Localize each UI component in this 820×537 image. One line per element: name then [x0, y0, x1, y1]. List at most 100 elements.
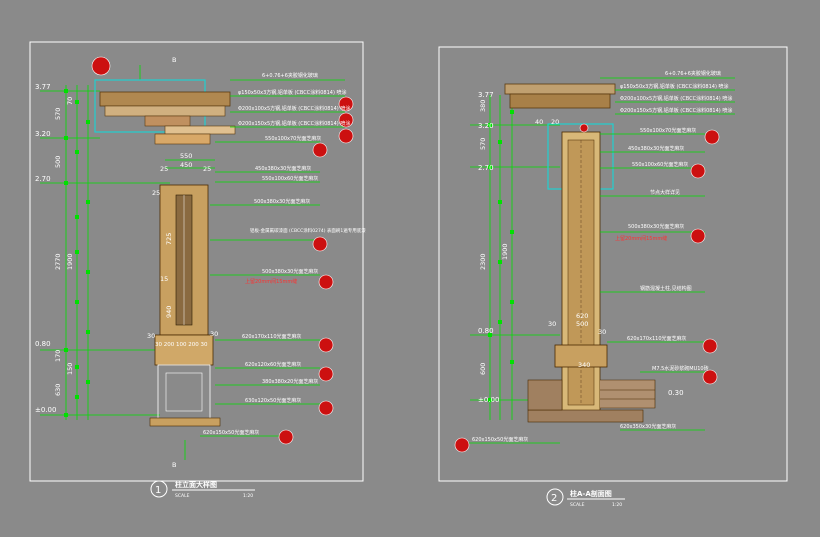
title-number: 2 — [551, 493, 557, 504]
dim-label: 570 — [54, 108, 62, 120]
sheet1-dimension-ticks — [64, 89, 90, 417]
dim-label: 940 — [165, 306, 173, 318]
drawing-title: 柱立面大样图 — [175, 480, 217, 489]
sheet2-frame — [438, 46, 788, 482]
note: 620x350x30光面芝麻灰 — [620, 423, 676, 430]
sheet1-leader-lines — [200, 79, 345, 437]
level-label: 3.77 — [35, 83, 51, 91]
note: 500x380x30光面芝麻灰 — [262, 268, 318, 275]
dim-label: 30 — [598, 328, 606, 336]
note: 550x100x60光面芝麻灰 — [632, 161, 688, 168]
sheet1-notes: 6+0.76+6夹胶钢化玻璃 φ150x50x3方钢,铝单板 (CBCC涂料08… — [203, 72, 366, 436]
section-marker — [91, 56, 111, 76]
section-marker — [702, 369, 718, 385]
note: 630x120x50光面芝麻灰 — [245, 397, 301, 404]
level-label: 2.70 — [478, 164, 494, 172]
scale-label: SCALE — [175, 493, 190, 499]
level-label: 3.77 — [478, 91, 494, 99]
section-marker — [704, 129, 720, 145]
sheet1-title-block: 1 柱立面大样图 SCALE 1:20 — [150, 480, 255, 499]
dim-label: 725 — [165, 233, 173, 245]
dim-label: 170 — [54, 350, 62, 362]
scale-label: SCALE — [570, 502, 585, 508]
dim-label: 500 — [576, 320, 588, 328]
level-label: 2.70 — [35, 175, 51, 183]
dim-label: 600 — [479, 363, 487, 375]
note: 500x380x30光面芝麻灰 — [254, 198, 310, 205]
note: 620x120x60光面芝麻灰 — [245, 361, 301, 368]
level-label: ±0.00 — [35, 406, 56, 414]
note: 500x380x30光面芝麻灰 — [628, 223, 684, 230]
note: Φ200x150x5方钢,铝单板 (CBCC涂料0814) 喷涂 — [620, 107, 732, 114]
dim-label: 25 — [203, 165, 211, 173]
sheet2-column-section — [527, 131, 656, 423]
level-label: 0.80 — [35, 340, 51, 348]
level-label: 3.20 — [478, 122, 494, 130]
dim-label: 20 — [551, 118, 559, 126]
sheet1-column — [149, 184, 221, 460]
dim-label: 2300 — [479, 253, 487, 270]
drawing-title: 柱A-A剖面图 — [570, 489, 612, 498]
dim-label: 40 — [535, 118, 543, 126]
dim-label: 15 — [160, 275, 168, 283]
dim-label: 25 — [152, 189, 160, 197]
section-marker — [278, 429, 294, 445]
dim-label: 630 — [54, 384, 62, 396]
section-marker — [312, 142, 328, 158]
note: 620x170x110光面芝麻灰 — [627, 335, 687, 342]
note: Φ200x100x5方钢,铝单板 (CBCC涂料0814) 喷涂 — [238, 105, 350, 112]
dim-label: 340 — [578, 361, 590, 369]
level-label: 3.20 — [35, 130, 51, 138]
section-marker — [312, 236, 328, 252]
note-red: 上留20mm间15mm缝 — [245, 278, 297, 285]
sheet2-dimension-ticks — [488, 110, 514, 402]
sheet2-levels: 3.77 3.20 2.70 0.80 ±0.00 0.30 — [478, 91, 684, 404]
note: Φ200x150x5方钢,铝单板 (CBCC涂料0814) 喷涂 — [238, 120, 350, 127]
dim-label: 30 200 100 200 30 — [155, 342, 208, 348]
dim-label: 30 — [548, 320, 556, 328]
section-marker — [338, 96, 354, 112]
dim-label: 570 — [479, 138, 487, 150]
dim-label: 30 — [147, 332, 155, 340]
sheet2-leader-lines — [465, 77, 735, 444]
level-label: ±0.00 — [478, 396, 499, 404]
grid-label-top: B — [172, 56, 176, 64]
note: 6+0.76+6夹胶钢化玻璃 — [262, 72, 318, 79]
sheet1-dimension-labels: 570 500 2770 170 630 70 1900 150 550 450… — [54, 56, 218, 469]
sheet2-dimension-labels: 380 570 2300 600 1900 40 20 620 500 30 3… — [479, 100, 606, 375]
sheet2-title-block: 2 柱A-A剖面图 SCALE 1:20 — [546, 488, 625, 508]
dim-label: 1900 — [501, 243, 509, 260]
dim-label: 2770 — [54, 253, 62, 270]
note: M7.5水泥砂浆砌MU10砖 — [652, 365, 709, 372]
level-label: 0.30 — [668, 389, 684, 397]
section-marker — [690, 163, 706, 179]
dim-label: 30 — [210, 330, 218, 338]
note: 6+0.76+6夹胶钢化玻璃 — [665, 70, 721, 77]
section-marker — [318, 337, 334, 353]
sheet2-dimension-lines — [470, 95, 560, 420]
note: 550x100x70光面芝麻灰 — [265, 135, 321, 142]
note-red: 上留20mm间15mm缝 — [615, 235, 667, 242]
note: 550x100x70光面芝麻灰 — [640, 127, 696, 134]
section-marker — [702, 338, 718, 354]
note: 450x380x30光面芝麻灰 — [255, 165, 311, 172]
note: 450x380x30光面芝麻灰 — [628, 145, 684, 152]
note: 620x170x110光面芝麻灰 — [242, 333, 302, 340]
sheet1-frame — [29, 41, 364, 482]
note: 钢筋混凝土柱,见结构图 — [640, 285, 692, 292]
section-marker — [338, 128, 354, 144]
note: 铝板-金属氟碳漆面 (CBCC涂料0274) 表面刷1遍专用底漆 — [250, 227, 366, 234]
note: φ150x50x3方钢,铝单板 (CBCC涂料0814) 喷涂 — [238, 89, 347, 96]
dim-label: 500 — [54, 156, 62, 168]
sheet1-canopy — [94, 79, 236, 145]
dim-label: 1900 — [66, 253, 74, 270]
section-marker — [454, 437, 470, 453]
note: 节点大样详见 — [650, 189, 680, 196]
sheet1-section-markers — [91, 56, 354, 445]
note: Φ200x100x5方钢,铝单板 (CBCC涂料0814) 喷涂 — [620, 95, 732, 102]
sheet1-levels: 3.77 3.20 2.70 0.80 ±0.00 — [35, 83, 56, 414]
section-marker — [579, 123, 589, 133]
dim-label: 150 — [66, 363, 74, 375]
